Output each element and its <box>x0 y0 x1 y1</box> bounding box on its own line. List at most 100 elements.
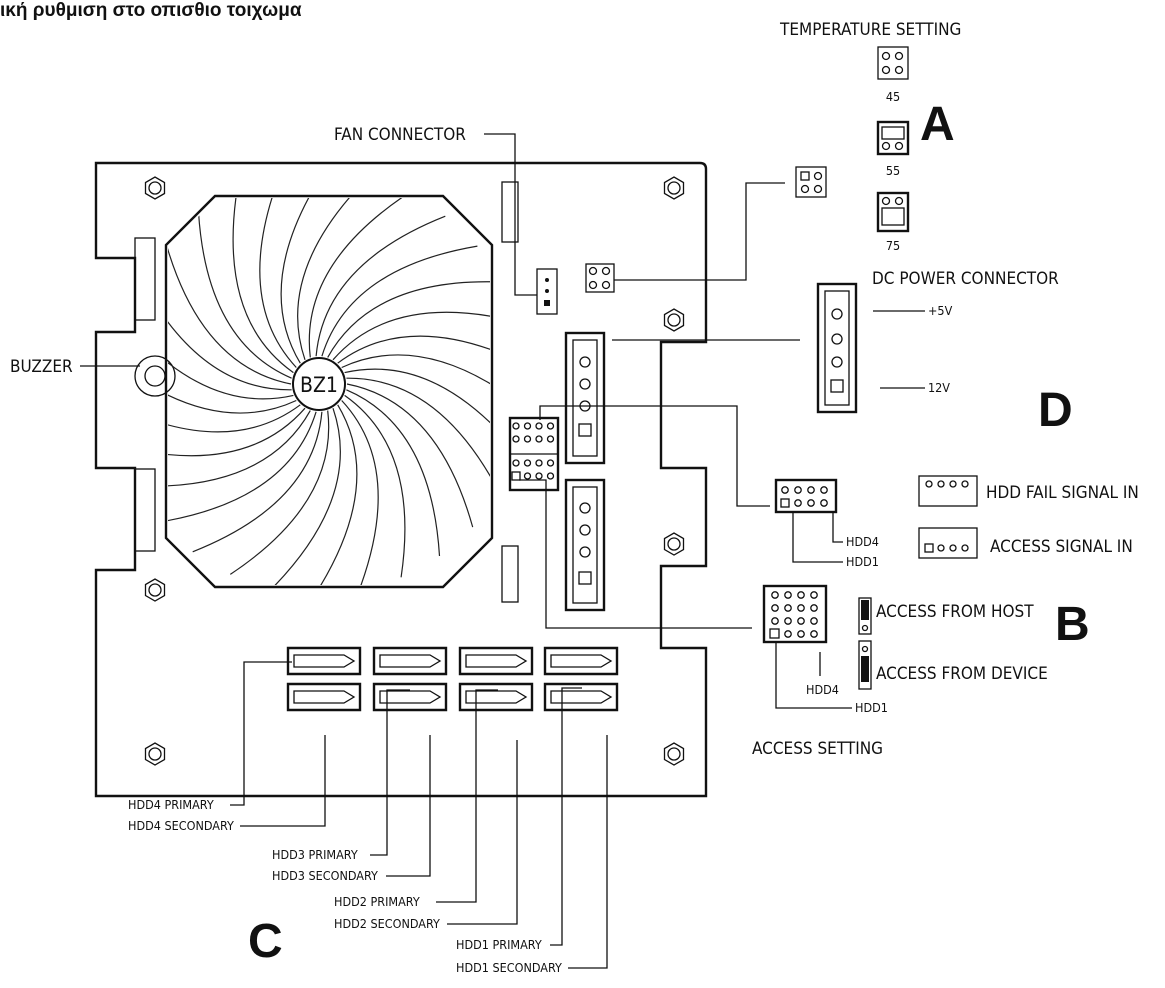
fan-blade <box>168 275 292 391</box>
sata-connector <box>458 646 534 676</box>
fan-blade <box>232 198 294 374</box>
temp-option-75 <box>876 191 910 233</box>
access-from-device-label: ACCESS FROM DEVICE <box>876 664 1048 684</box>
buzzer-hole <box>144 365 166 387</box>
header-pin <box>511 471 521 481</box>
top-slot <box>501 181 519 243</box>
header-pin <box>535 435 543 443</box>
molex-connector-upper <box>564 331 606 465</box>
fan-blades <box>168 198 490 585</box>
section-letter-c: C <box>248 915 283 968</box>
fan-blade <box>168 410 311 487</box>
signal-header-block <box>508 416 560 492</box>
header-pin <box>535 422 543 430</box>
sata-connector <box>372 682 448 712</box>
header-pin <box>546 459 555 467</box>
fan-blade <box>321 245 478 357</box>
hdd4-label-upper: HDD4 <box>846 534 879 549</box>
fan-blade <box>337 335 490 367</box>
access-from-host-label: ACCESS FROM HOST <box>876 602 1034 622</box>
dc-plus5v-label: +5V <box>928 303 953 318</box>
fan-blade <box>344 368 490 453</box>
mounting-screws <box>144 176 685 766</box>
screw-icon <box>663 742 685 766</box>
fan-blade <box>297 198 367 360</box>
fan-blade <box>308 198 409 358</box>
sata-connector <box>372 646 448 676</box>
hdd1-label-lower: HDD1 <box>855 700 888 715</box>
screw-icon <box>144 578 166 602</box>
header-pin <box>523 422 532 430</box>
fan-blade <box>168 411 317 523</box>
header-pin <box>512 422 520 430</box>
sata-connectors <box>286 646 619 712</box>
hdd-fail-signal-in-label: HDD FAIL SIGNAL IN <box>986 483 1139 503</box>
fan-blade <box>229 410 330 575</box>
sata-connector <box>543 646 619 676</box>
molex-connector-lower <box>564 478 606 612</box>
page-title: ική ρυθμιση στο οπισθιο τοιχωμα <box>0 0 302 21</box>
section-letter-a: A <box>920 98 955 151</box>
fan-blade <box>332 311 490 361</box>
fan-blade <box>168 240 292 385</box>
board-outline <box>94 161 708 798</box>
header-pin <box>523 472 532 480</box>
screw-icon <box>144 742 166 766</box>
fan-blade <box>341 400 379 585</box>
section-letter-d: D <box>1038 384 1073 437</box>
header-pin <box>512 459 520 467</box>
access-from-device-icon <box>858 640 872 690</box>
fan-blade <box>168 358 297 414</box>
hdd-signal-header <box>774 478 838 514</box>
access-setting-header <box>762 584 828 644</box>
header-pin <box>512 435 520 443</box>
fan-frame <box>164 194 494 589</box>
temp-option-75-label: 75 <box>886 238 900 253</box>
temp-option-45-label: 45 <box>886 89 900 104</box>
fan-blade <box>259 198 297 368</box>
fan-blade <box>327 281 490 358</box>
temperature-jumper-header <box>585 263 615 293</box>
left-slot-top <box>134 237 156 321</box>
fan-connector-header <box>536 268 558 315</box>
left-slot-bottom <box>134 468 156 552</box>
buzzer-label: BUZZER <box>10 357 73 377</box>
access-from-host-icon <box>858 597 872 635</box>
header-pin <box>535 459 543 467</box>
buzzer-ring <box>134 355 176 397</box>
access-signal-in-label: ACCESS SIGNAL IN <box>990 537 1133 557</box>
lower-slot <box>501 545 519 603</box>
hdd3-secondary-label: HDD3 SECONDARY <box>272 868 378 883</box>
sata-connector <box>543 682 619 712</box>
hdd4-label-lower: HDD4 <box>806 682 839 697</box>
hdd1-secondary-label: HDD1 SECONDARY <box>456 960 562 975</box>
hdd4-primary-label: HDD4 PRIMARY <box>128 797 214 812</box>
header-pin <box>523 459 532 467</box>
header-pin <box>546 472 555 480</box>
fan-blade <box>315 215 446 357</box>
fan-blade <box>314 404 358 585</box>
temp-option-55 <box>876 120 910 156</box>
temp-option-55-label: 55 <box>886 163 900 178</box>
screw-icon <box>663 176 685 200</box>
header-pin <box>546 435 555 443</box>
fan-blade <box>271 408 341 585</box>
hdd2-primary-label: HDD2 PRIMARY <box>334 894 420 909</box>
sata-connector <box>458 682 534 712</box>
section-letter-b: B <box>1055 598 1090 651</box>
temperature-setting-heading: TEMPERATURE SETTING <box>779 20 961 40</box>
fan-blade <box>168 401 301 433</box>
hdd1-label-upper: HDD1 <box>846 554 879 569</box>
fan-blade <box>344 394 406 578</box>
hdd4-secondary-label: HDD4 SECONDARY <box>128 818 234 833</box>
screw-icon <box>144 176 166 200</box>
sata-leaders <box>230 661 608 969</box>
screw-icon <box>663 532 685 556</box>
dc-power-connector <box>816 282 858 414</box>
hdd3-primary-label: HDD3 PRIMARY <box>272 847 358 862</box>
fan-blade <box>168 315 294 400</box>
access-setting-label: ACCESS SETTING <box>752 739 883 759</box>
fan-blade <box>197 211 292 379</box>
dc-12v-label: 12V <box>928 380 950 395</box>
